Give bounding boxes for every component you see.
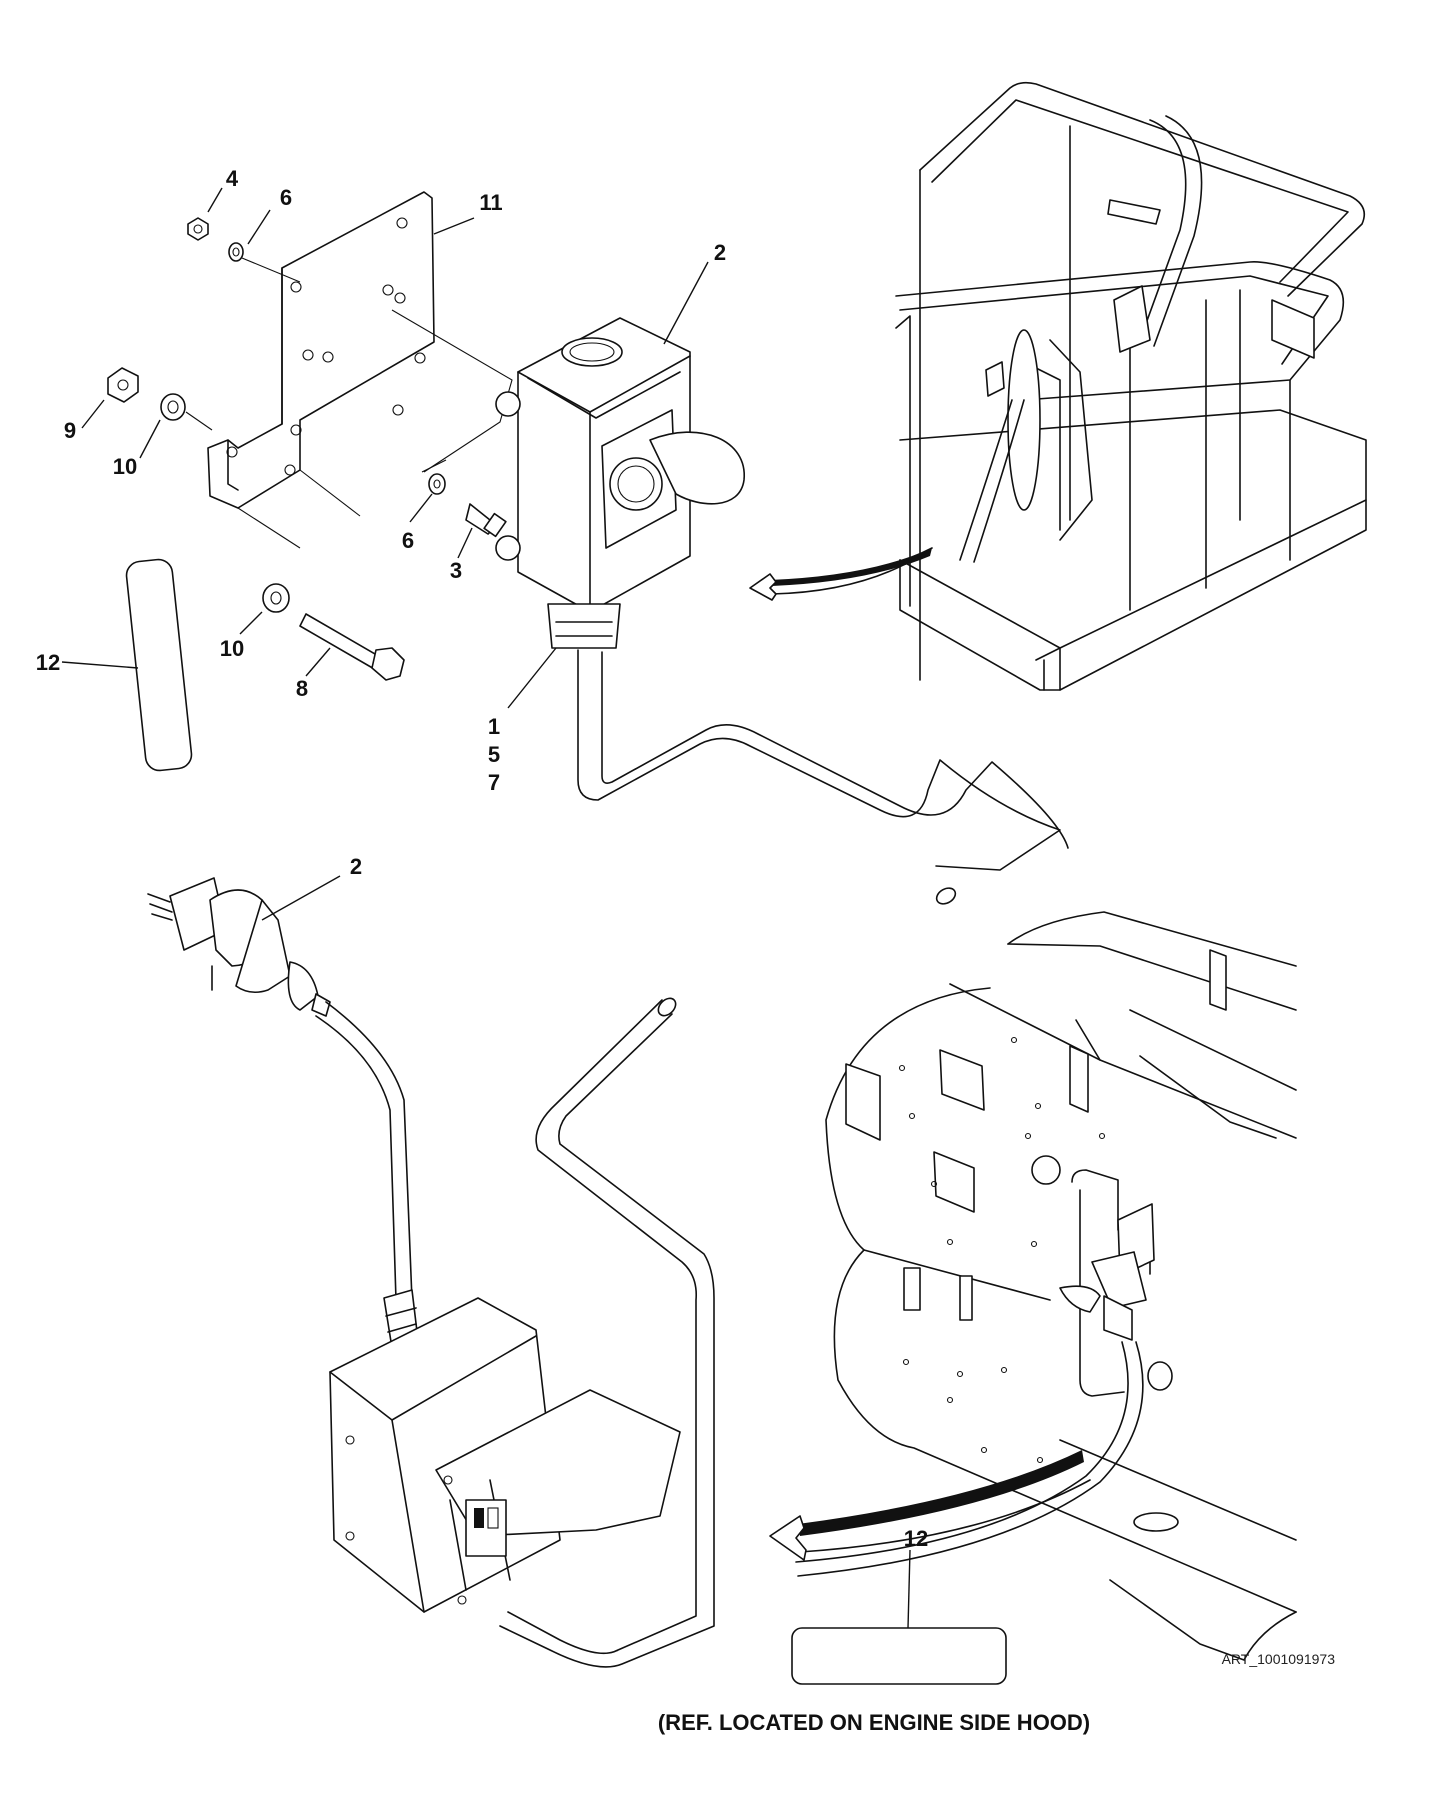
nut-9 (107, 367, 139, 403)
plug-cable (325, 1001, 413, 1301)
breaker-box (329, 1289, 681, 1613)
decal-12-bottom (791, 1627, 1007, 1685)
callout-3: 3 (450, 558, 462, 583)
callout-7: 7 (488, 770, 500, 795)
bolt-8 (299, 613, 405, 681)
callout-4: 4 (226, 166, 239, 191)
callout-6-top: 6 (280, 185, 292, 210)
leader-lines (61, 187, 911, 1629)
assembly-line-3 (421, 459, 447, 473)
callout-8: 8 (296, 676, 308, 701)
cable-top-outer (601, 651, 1069, 849)
arrow-top (749, 547, 933, 601)
callout-11: 11 (479, 190, 502, 215)
receptacle-box (495, 317, 745, 649)
platform-basket (895, 81, 1367, 691)
callout-2-top: 2 (714, 240, 726, 265)
callout-2-lower: 2 (350, 854, 362, 879)
washer-6-lower (428, 473, 446, 495)
washer-10-lower (262, 583, 290, 613)
cable-lower-outer (499, 1013, 715, 1668)
callout-10-lower: 10 (220, 636, 244, 661)
washer-6-top (228, 242, 244, 262)
chassis-cable-2 (795, 1341, 1129, 1563)
callout-5: 5 (488, 742, 500, 767)
cable-top (577, 649, 1061, 871)
callout-9: 9 (64, 418, 76, 443)
callouts: 4 6 11 2 9 10 6 3 10 12 8 1 5 7 2 12 (36, 166, 928, 1551)
plug (147, 877, 331, 1017)
callout-6-lower: 6 (402, 528, 414, 553)
plug-cable-2 (315, 1015, 397, 1301)
nut-4 (187, 217, 209, 241)
callout-10-top: 10 (113, 454, 137, 479)
cable-end (657, 997, 677, 1017)
reference-note: (REF. LOCATED ON ENGINE SIDE HOOD) (658, 1710, 1090, 1735)
decal-12-left (125, 558, 193, 772)
callout-12-left: 12 (36, 650, 60, 675)
arrow-bottom (769, 1450, 1091, 1561)
chassis-cable (797, 1341, 1144, 1577)
cable-lower (507, 999, 698, 1655)
chassis (825, 911, 1297, 1661)
screw-3 (465, 503, 507, 538)
callout-1: 1 (488, 714, 500, 739)
mounting-bracket (207, 191, 435, 549)
washer-10-top (160, 393, 186, 421)
cable-end-top (935, 887, 957, 905)
callout-12-bottom: 12 (904, 1526, 928, 1551)
art-number: ART_1001091973 (1222, 1651, 1336, 1667)
assembly-line-2 (185, 411, 213, 431)
